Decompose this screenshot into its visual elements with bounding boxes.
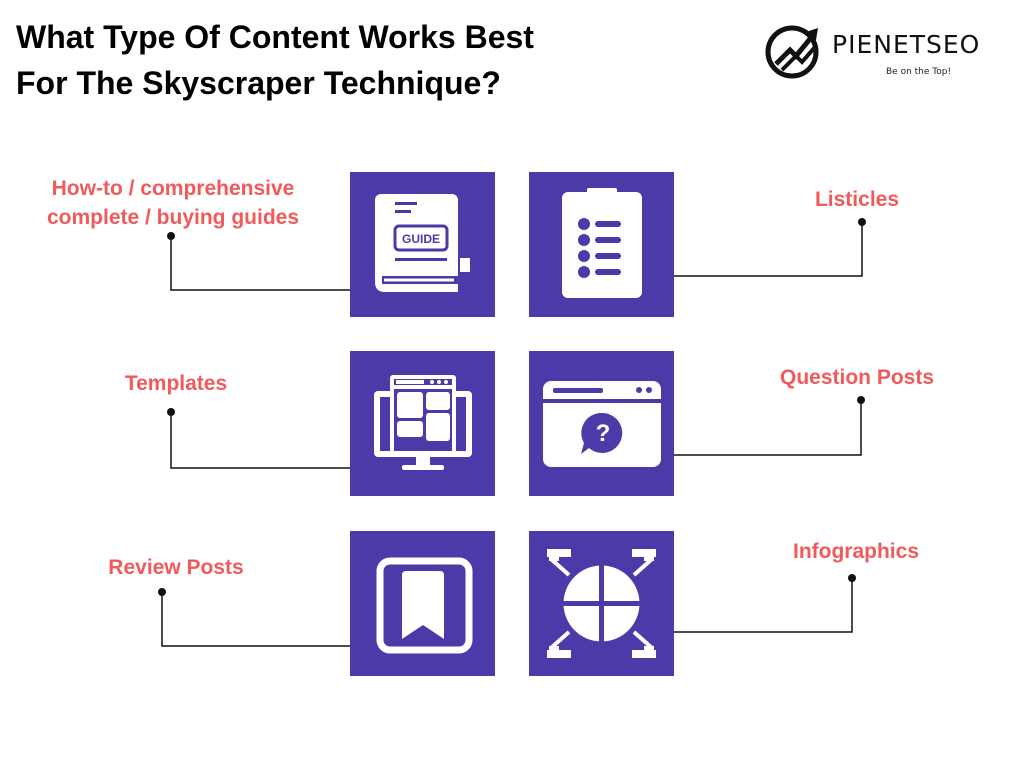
tile-guides: GUIDE — [350, 172, 495, 317]
connector-listicles — [669, 222, 863, 277]
title-line-2: For The Skyscraper Technique? — [16, 65, 501, 101]
tile-review-posts — [350, 531, 495, 676]
tile-infographics — [529, 531, 674, 676]
label-review-posts: Review Posts — [108, 556, 244, 579]
connector-dot-review-posts — [158, 588, 166, 596]
tile-question-posts: ? — [529, 351, 674, 496]
connector-guides — [170, 236, 363, 291]
connector-infographics — [660, 578, 853, 633]
infographic-chart-icon — [547, 549, 656, 658]
logo-name: PIENETSEO — [832, 30, 981, 59]
label-question-posts: Question Posts — [779, 366, 935, 389]
connector-dot-question-posts — [857, 396, 865, 404]
label-templates: Templates — [124, 372, 228, 395]
guide-book-icon: GUIDE — [375, 194, 470, 292]
connector-dot-guides — [167, 232, 175, 240]
connector-dot-infographics — [848, 574, 856, 582]
title-line-1: What Type Of Content Works Best — [16, 19, 534, 55]
label-guides-line-1: How-to / comprehensive — [51, 177, 295, 200]
tile-listicles — [529, 172, 674, 317]
tile-templates — [350, 351, 495, 496]
question-browser-icon: ? — [543, 381, 661, 467]
label-guides-line-2: complete / buying guides — [46, 206, 300, 229]
bookmark-icon — [376, 557, 473, 654]
label-guides: How-to / comprehensive complete / buying… — [20, 174, 326, 232]
checklist-clipboard-icon — [562, 188, 642, 298]
template-monitor-icon — [374, 375, 472, 470]
logo-icon — [765, 25, 819, 79]
svg-text:?: ? — [596, 420, 611, 447]
connector-dot-templates — [167, 408, 175, 416]
logo-tagline: Be on the Top! — [886, 67, 952, 77]
label-listicles: Listicles — [814, 188, 900, 211]
brand-logo: PIENETSEO Be on the Top! — [762, 20, 1012, 80]
page-title: What Type Of Content Works Best For The … — [16, 14, 534, 106]
connector-question-posts — [669, 400, 862, 456]
connector-dot-listicles — [858, 218, 866, 226]
label-infographics: Infographics — [792, 540, 919, 563]
connector-review-posts — [161, 592, 356, 647]
connector-templates — [170, 412, 363, 469]
guide-text: GUIDE — [402, 232, 440, 246]
